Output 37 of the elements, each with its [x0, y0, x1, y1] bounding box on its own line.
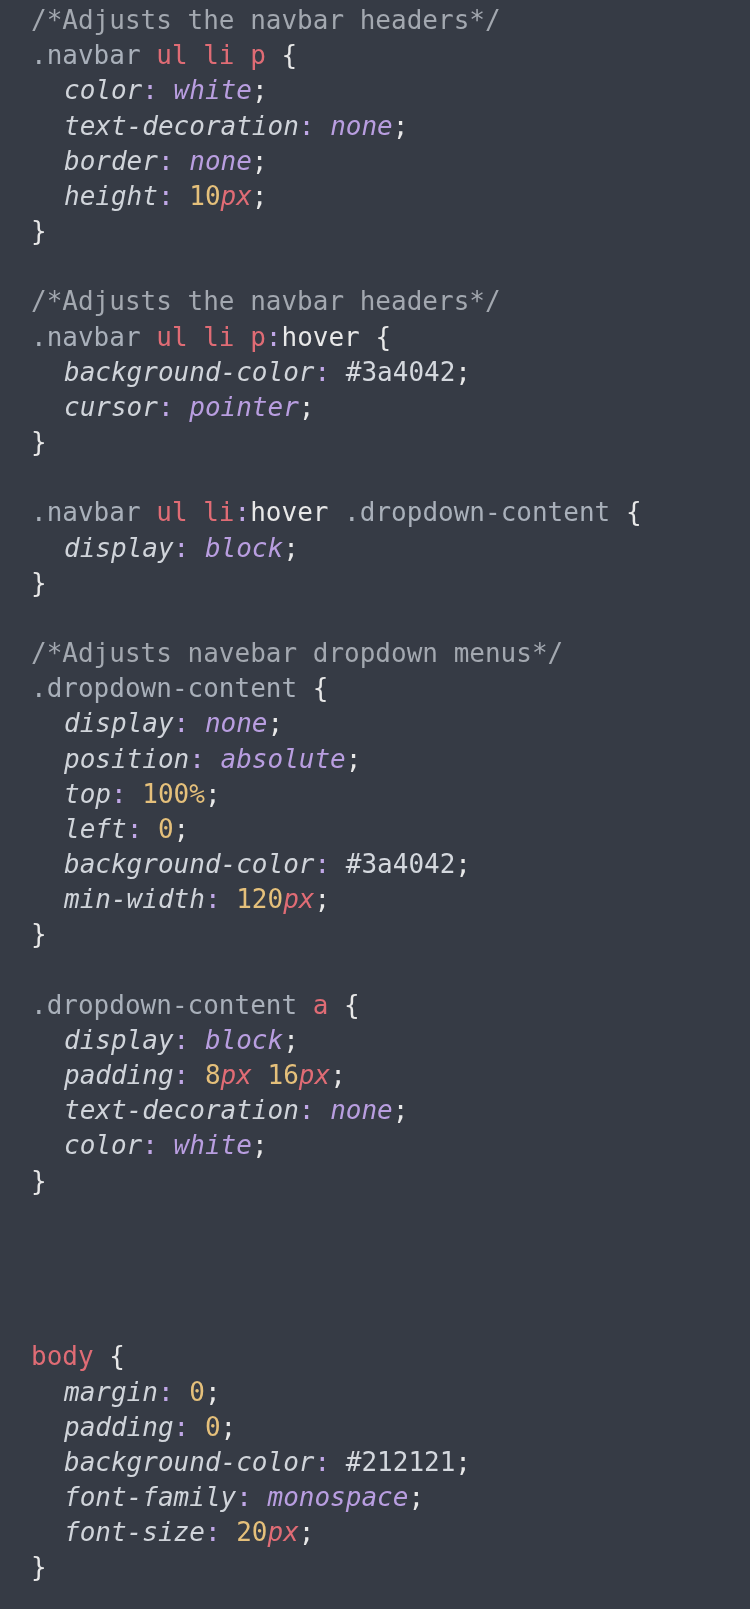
- code-line: left: 0;: [64, 812, 190, 846]
- code-line: min-width: 120px;: [64, 883, 331, 917]
- code-line: font-family: monospace;: [64, 1481, 425, 1515]
- code-line: }: [31, 566, 47, 600]
- code-line: cursor: pointer;: [64, 390, 315, 424]
- code-line: body {: [31, 1340, 125, 1374]
- code-line: height: 10px;: [64, 179, 268, 213]
- code-line: border: none;: [64, 144, 268, 178]
- code-line: display: block;: [64, 1023, 299, 1057]
- code-line: background-color: #212121;: [64, 1445, 471, 1479]
- code-comment: /*Adjusts the navbar headers*/: [31, 285, 501, 319]
- code-line: }: [31, 215, 47, 248]
- code-line: text-decoration: none;: [64, 1094, 409, 1128]
- code-line: display: none;: [64, 707, 284, 741]
- code-comment: /*Adjusts the navbar headers*/: [31, 4, 501, 37]
- code-line: background-color: #3a4042;: [64, 355, 471, 389]
- code-line: }: [31, 918, 47, 952]
- code-line: }: [31, 1551, 47, 1585]
- code-line: padding: 8px 16px;: [64, 1059, 346, 1093]
- code-line: margin: 0;: [64, 1375, 221, 1409]
- code-line: color: white;: [64, 74, 268, 108]
- code-line: position: absolute;: [64, 742, 362, 776]
- code-line: .dropdown-content a {: [31, 988, 360, 1022]
- code-line: }: [31, 1164, 47, 1198]
- code-line: text-decoration: none;: [64, 109, 409, 143]
- code-comment: /*Adjusts navebar dropdown menus*/: [31, 637, 564, 671]
- code-line: font-size: 20px;: [64, 1516, 315, 1550]
- code-line: padding: 0;: [64, 1410, 237, 1444]
- code-line: color: white;: [64, 1129, 268, 1163]
- code-line: background-color: #3a4042;: [64, 848, 471, 882]
- code-line: .navbar ul li p:hover {: [31, 320, 392, 354]
- code-line: .dropdown-content {: [31, 672, 329, 706]
- code-line: .navbar ul li:hover .dropdown-content {: [31, 496, 642, 530]
- code-line: top: 100%;: [64, 777, 221, 811]
- code-line: .navbar ul li p {: [31, 39, 298, 73]
- code-line: }: [31, 426, 47, 460]
- code-line: display: block;: [64, 531, 299, 565]
